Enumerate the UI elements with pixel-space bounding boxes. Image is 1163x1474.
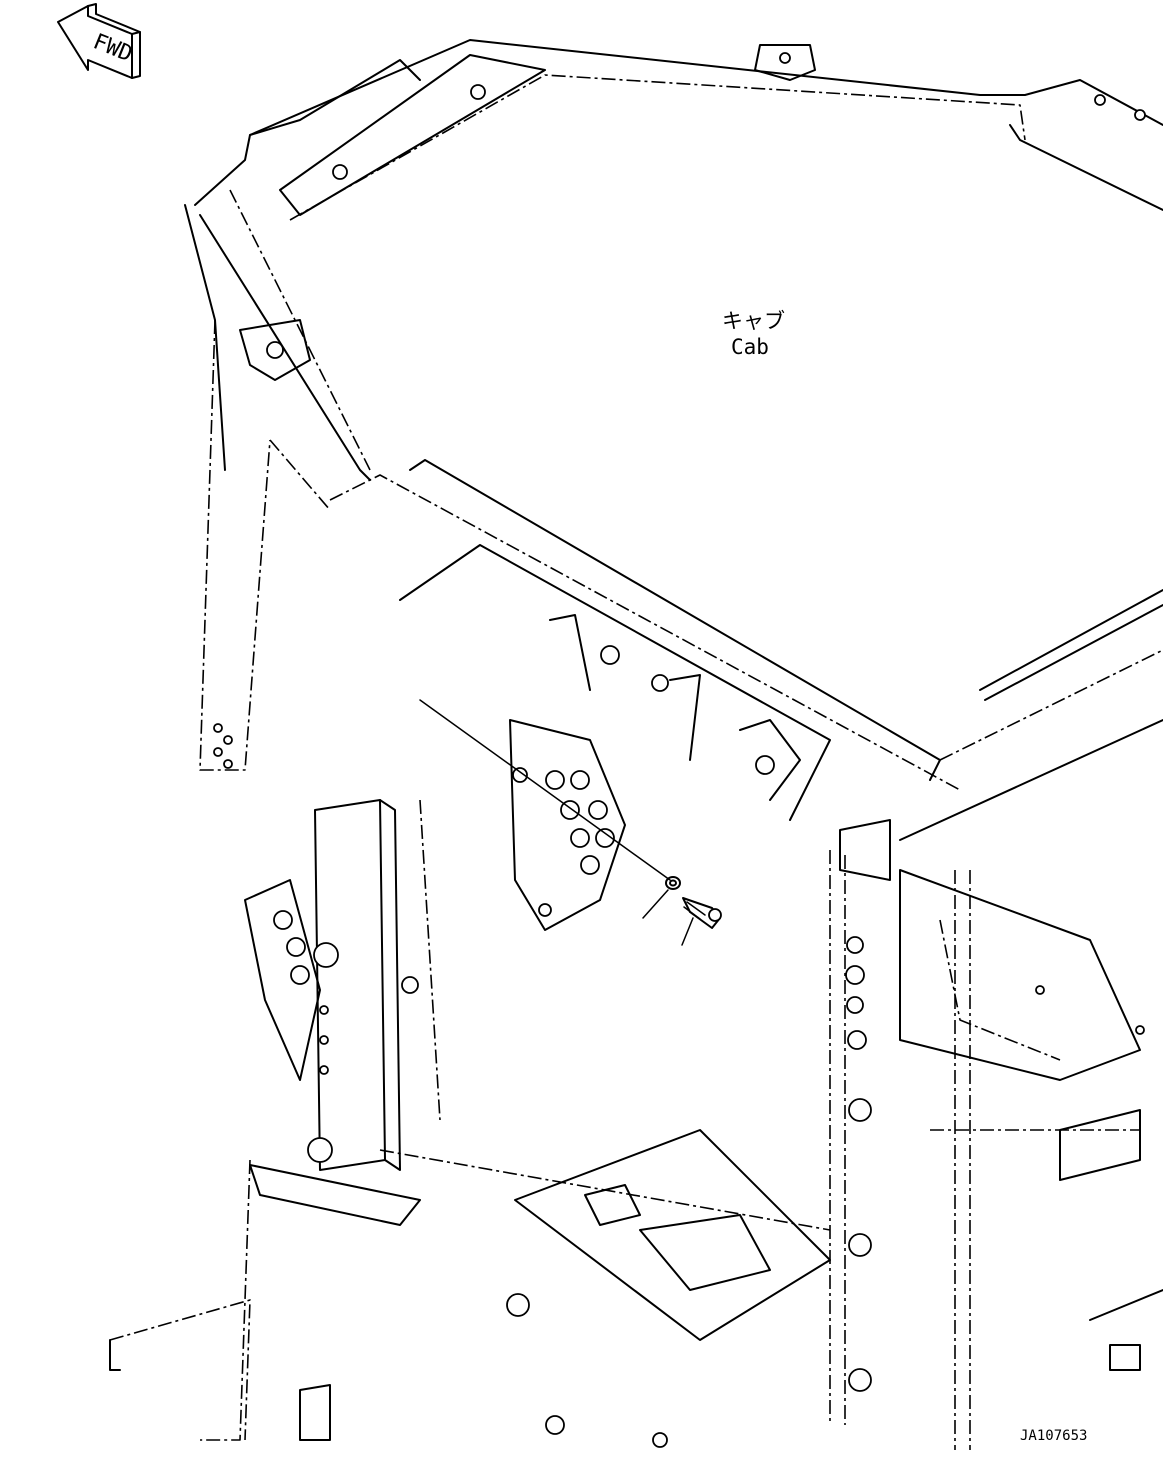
part-label-japanese: キャブ xyxy=(722,309,785,333)
front-beam xyxy=(329,459,961,821)
roof-frame xyxy=(184,39,1163,481)
drawing-number: JA107653 xyxy=(1020,1428,1087,1444)
right-frame xyxy=(839,589,1163,1081)
fastener-callout xyxy=(419,699,722,946)
left-pillar xyxy=(199,319,331,1441)
washer-icon xyxy=(665,876,681,890)
bolt-icon xyxy=(682,897,722,929)
right-post xyxy=(829,850,971,1450)
left-gusset xyxy=(244,879,321,1081)
gusset-plate xyxy=(509,719,626,931)
fwd-arrow-icon: FWD xyxy=(57,3,141,79)
floor-frame xyxy=(109,1109,1163,1448)
main-post xyxy=(307,799,441,1171)
fwd-label: FWD xyxy=(90,29,136,67)
part-label-english: Cab xyxy=(731,335,769,359)
